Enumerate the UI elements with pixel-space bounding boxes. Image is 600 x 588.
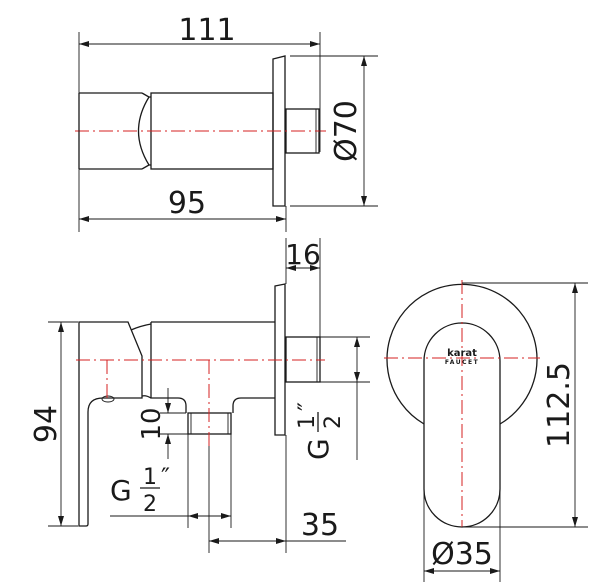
thread-den: 2 [143, 492, 157, 517]
valve-body [150, 321, 275, 413]
dim-overall-length: 111 [178, 13, 235, 48]
dim-lever-diameter: Ø35 [431, 537, 493, 572]
flange [274, 283, 286, 436]
logo-line2: FAUCET [445, 359, 479, 366]
dim-outlet-depth: 10 [137, 407, 167, 440]
outlet-thread-label: G 1 2 ″ [110, 463, 170, 517]
logo-line1: karat [447, 348, 477, 359]
side-view: 16 94 10 G 1 2 ″ [29, 238, 370, 553]
dim-front-height: 112.5 [542, 362, 577, 448]
lever [78, 321, 143, 527]
front-view: karat FAUCET 112.5 Ø35 [384, 280, 588, 582]
thread-num: 1 [143, 465, 157, 490]
dim-stub-length: 16 [285, 238, 321, 271]
thread-prefix: G [110, 474, 132, 507]
dim-body-length: 95 [168, 186, 206, 221]
thread-suffix: ″ [161, 463, 170, 491]
dim-height: 94 [29, 405, 64, 443]
flange [272, 55, 286, 207]
top-view: 111 95 Ø70 [75, 13, 378, 232]
inlet-thread-label: G 1 2 ″ [293, 402, 346, 460]
brand-logo: karat FAUCET [445, 348, 479, 366]
thread-den: 2 [321, 415, 346, 429]
dim-outlet-offset: 35 [301, 508, 339, 543]
thread-num: 1 [295, 415, 320, 429]
dim-flange-diameter: Ø70 [329, 100, 364, 162]
thread-suffix: ″ [293, 402, 321, 411]
thread-prefix: G [302, 438, 335, 460]
